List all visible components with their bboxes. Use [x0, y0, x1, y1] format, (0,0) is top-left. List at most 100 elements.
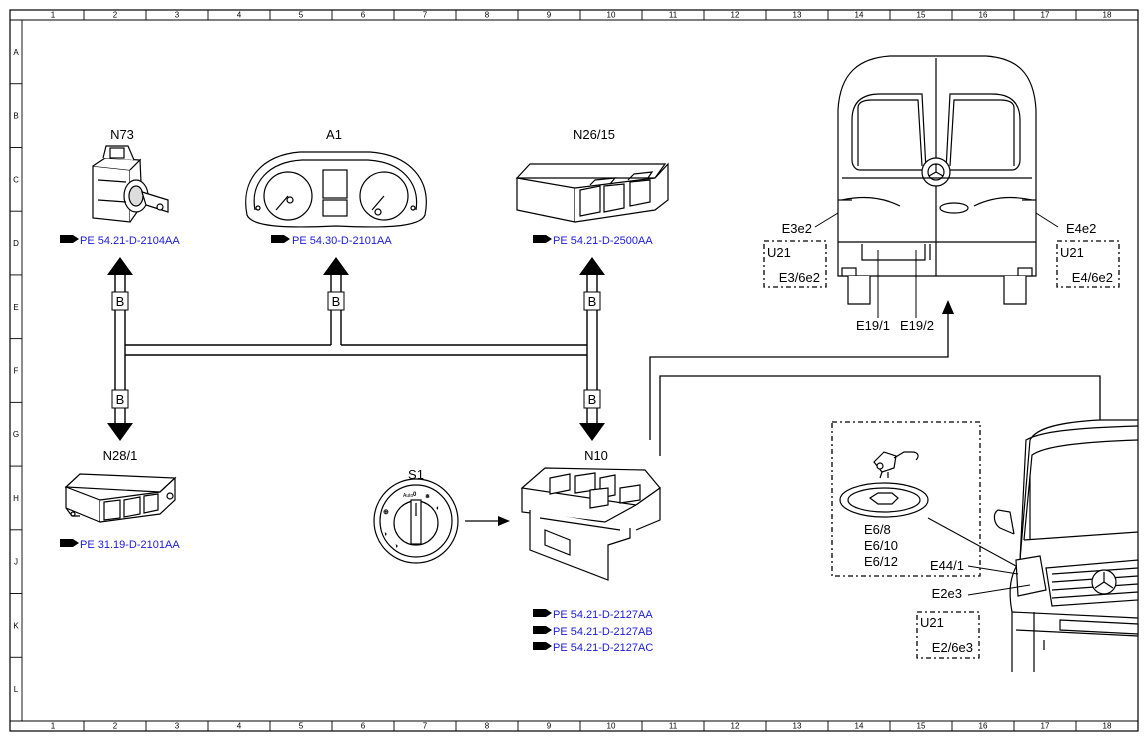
- grid-col-label: 11: [669, 722, 678, 731]
- grid-row-label: G: [13, 430, 19, 439]
- rear-box-left-value: E3/6e2: [779, 270, 820, 285]
- a1-label: A1: [326, 127, 342, 142]
- s1-label: S1: [408, 467, 424, 482]
- grid-col-label: 14: [855, 722, 864, 731]
- front-label-e6-12: E6/12: [864, 554, 898, 569]
- n73-ref-link[interactable]: PE 54.21-D-2104AA: [80, 235, 180, 247]
- s1-mark-headlight: ◐: [436, 505, 440, 512]
- grid-col-label: 3: [175, 722, 180, 731]
- front-box: [916, 611, 980, 659]
- n73-label: N73: [110, 127, 134, 142]
- n10-control-unit: N10 PE 54.21-D-2127AA PE 54.21-D-2127AB: [520, 448, 661, 654]
- grid-row-label: B: [13, 112, 18, 121]
- n26-15-ref-link[interactable]: PE 54.21-D-2500AA: [553, 235, 653, 247]
- a1-ref-link[interactable]: PE 54.30-D-2101AA: [292, 235, 392, 247]
- grid-row-label: F: [14, 367, 19, 376]
- grid-col-label: 12: [731, 722, 740, 731]
- side-marker-box: E6/8 E6/10 E6/12: [831, 421, 981, 577]
- output-arrowheads: [942, 300, 1106, 442]
- grid-col-label: 15: [917, 722, 926, 731]
- n28-1-ref-link[interactable]: PE 31.19-D-2101AA: [80, 539, 180, 551]
- a1-ref-icon: [271, 235, 290, 243]
- grid-col-label: 10: [607, 722, 616, 731]
- bus-arrowheads: [107, 257, 605, 441]
- grid-col-label: 4: [237, 11, 242, 20]
- rear-box-right-value: E4/6e2: [1072, 270, 1113, 285]
- s1-mark-fog: ⊕: [383, 509, 389, 516]
- s1-mark-auto: Auto: [403, 493, 414, 499]
- rear-label-e4e2: E4e2: [1066, 221, 1096, 236]
- grid-col-label: 17: [1041, 11, 1050, 20]
- grid-col-label: 14: [855, 11, 864, 20]
- n10-ref-link-1[interactable]: PE 54.21-D-2127AA: [553, 609, 653, 621]
- grid-row-label: A: [13, 48, 19, 57]
- grid-col-label: 17: [1041, 722, 1050, 731]
- rear-label-e3e2: E3e2: [782, 221, 812, 236]
- grid-col-label: 7: [423, 11, 428, 20]
- grid-col-label: 16: [979, 722, 988, 731]
- grid-row-label: J: [14, 558, 18, 567]
- bus-label-n73: B: [116, 294, 125, 309]
- bus-label-a1: B: [332, 294, 341, 309]
- front-label-e6-8: E6/8: [864, 522, 891, 537]
- grid-col-label: 5: [299, 722, 304, 731]
- s1-light-switch: S1 Auto 0 ⋇ ◐ ⊕ ◑ ◑: [373, 467, 459, 564]
- s1-mark-fog-rear: ◑: [383, 531, 387, 538]
- grid-col-label: 6: [361, 11, 366, 20]
- n10-ref-link-3[interactable]: PE 54.21-D-2127AC: [553, 642, 653, 654]
- n28-1-control-unit: N28/1 PE 31.19-D-2101AA: [60, 448, 180, 551]
- n73-ref-icon: [60, 235, 79, 243]
- rear-label-e19-1: E19/1: [856, 318, 890, 333]
- grid-col-label: 6: [361, 722, 366, 731]
- grid-col-label: 2: [113, 722, 118, 731]
- grid-col-label: 13: [793, 722, 802, 731]
- rear-label-e19-2: E19/2: [900, 318, 934, 333]
- front-label-e2e3: E2e3: [932, 586, 962, 601]
- n10-ref-icon-1: [533, 609, 552, 617]
- front-box-value: E2/6e3: [932, 640, 973, 655]
- grid-col-label: 7: [423, 722, 428, 731]
- n26-15-label: N26/15: [573, 127, 615, 142]
- van-front-view: E44/1 E2e3 U21 E2/6e3: [916, 419, 1139, 672]
- front-box-title: U21: [920, 615, 944, 630]
- front-label-e44-1: E44/1: [930, 558, 964, 573]
- n28-1-ref-icon: [60, 539, 79, 547]
- n28-1-label: N28/1: [103, 448, 138, 463]
- grid-col-label: 8: [485, 11, 490, 20]
- grid-col-label: 2: [113, 11, 118, 20]
- grid-col-label: 9: [547, 722, 552, 731]
- n10-ref-icon-3: [533, 642, 552, 650]
- grid-row-label: L: [14, 685, 19, 694]
- grid-col-label: 1: [51, 11, 56, 20]
- grid-col-label: 10: [607, 11, 616, 20]
- s1-to-n10-arrow: [465, 516, 510, 526]
- grid-col-label: 11: [669, 11, 678, 20]
- n26-15-ref-icon: [533, 235, 552, 243]
- rear-box-left-title: U21: [767, 245, 791, 260]
- bus-label-n28: B: [116, 392, 125, 407]
- grid-col-label: 18: [1103, 11, 1112, 20]
- grid-col-label: 9: [547, 11, 552, 20]
- grid-col-label: 13: [793, 11, 802, 20]
- s1-mark-rear: ◑: [394, 543, 398, 550]
- grid-col-label: 3: [175, 11, 180, 20]
- grid-row-label: C: [13, 175, 19, 184]
- grid-col-label: 8: [485, 722, 490, 731]
- can-bus-lines: [114, 275, 598, 425]
- grid-col-label: 18: [1103, 722, 1112, 731]
- n26-15-control-unit: N26/15 PE 54.21-D-2500AA: [515, 127, 669, 247]
- bus-label-n26: B: [588, 294, 597, 309]
- n10-ref-link-2[interactable]: PE 54.21-D-2127AB: [553, 626, 653, 638]
- grid-row-label: K: [13, 621, 19, 630]
- grid-row-label: H: [13, 494, 19, 503]
- rear-box-right: [1056, 240, 1120, 288]
- bus-labels: B B B B B: [111, 291, 601, 409]
- rear-box-right-title: U21: [1060, 245, 1084, 260]
- grid-col-label: 16: [979, 11, 988, 20]
- front-label-e6-10: E6/10: [864, 538, 898, 553]
- n73-ignition-switch: N73 PE 54.21-D-2104AA: [60, 127, 180, 247]
- grid-col-label: 12: [731, 11, 740, 20]
- bus-label-n10: B: [588, 392, 597, 407]
